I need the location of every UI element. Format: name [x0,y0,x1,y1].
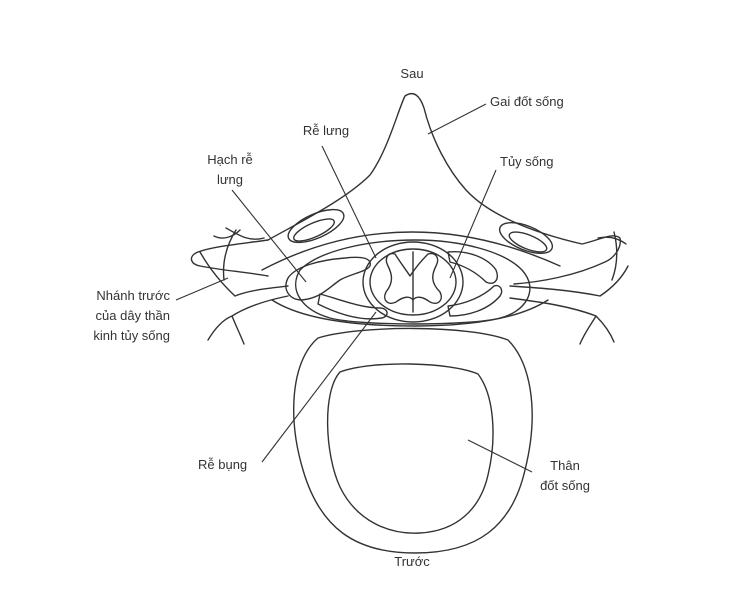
vertebral-body-inner [326,363,494,534]
label-than-dot-song: Thân đốt sống [524,456,606,496]
label-hach-re-lung-line1: Hạch rễ [207,152,253,167]
leader-tuy-song [449,169,497,279]
left-spinal-nerve [199,251,289,345]
spinal-cord [362,241,464,323]
label-truoc: Trước [394,554,430,569]
label-than-dot-song-line1: Thân [550,458,580,473]
right-dorsal-root [447,251,498,284]
label-nhanh-truoc-line2: của dây thần [95,308,170,323]
left-articular-facet [287,208,345,244]
grey-matter [384,252,442,304]
label-nhanh-truoc-line1: Nhánh trước [96,288,170,303]
label-re-lung: Rễ lưng [302,123,350,138]
leader-hach-re-lung [231,189,307,283]
spinal-canal-top [261,231,561,271]
pia-mater [369,248,457,316]
leader-gai-dot-song [427,103,487,135]
right-rami [597,231,627,281]
left-rami [213,227,265,281]
label-re-bung: Rễ bụng [198,457,248,472]
label-gai-dot-song: Gai đốt sống [490,94,564,109]
label-hach-re-lung-line2: lưng [216,172,244,187]
left-ventral-root [317,293,388,320]
left-transverse-process [190,239,269,277]
dura-outer [295,239,531,325]
leader-nhanh-truoc [175,277,229,301]
right-ventral-root [447,284,503,317]
vertebral-arch [267,92,621,285]
spinal-canal-bottom [271,299,549,327]
label-nhanh-truoc: Nhánh trước của dây thần kinh tủy sống [52,286,170,346]
label-sau: Sau [400,66,424,81]
right-spinal-nerve [509,265,629,345]
leader-than-dot-song [467,439,533,473]
left-dorsal-root-ganglion [285,256,371,301]
label-nhanh-truoc-line3: kinh tủy sống [93,328,170,343]
vertebral-body-outer [293,327,533,554]
label-tuy-song: Tủy sống [500,154,554,169]
leader-re-bung [261,311,377,463]
right-articular-facet [498,222,554,254]
label-than-dot-song-line2: đốt sống [540,478,590,493]
leader-re-lung [321,145,377,259]
label-hach-re-lung: Hạch rễ lưng [196,150,264,190]
